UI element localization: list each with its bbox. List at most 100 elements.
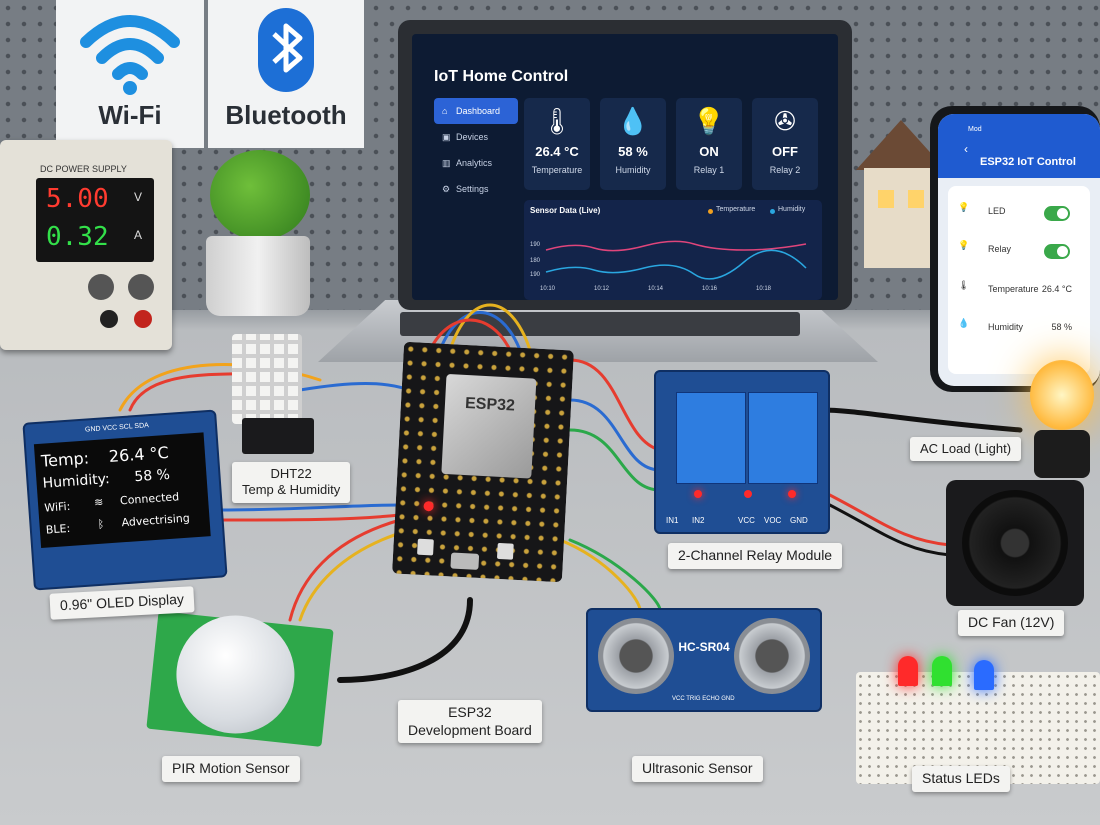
device-icon: ▣ (442, 132, 451, 142)
relay-pin-label: VCC (738, 516, 755, 525)
label-pir: PIR Motion Sensor (162, 756, 300, 782)
thermometer-icon: 🌡 (540, 106, 574, 136)
card-value: OFF (772, 144, 798, 159)
voltage-knob[interactable] (88, 274, 114, 300)
output-terminal-red (134, 310, 152, 328)
relay-toggle[interactable] (1044, 244, 1070, 259)
legend-humidity: Humidity (778, 206, 806, 213)
phone-header: Mod ‹ ESP32 IoT Control (938, 114, 1100, 178)
output-terminal-black (100, 310, 118, 328)
led-red (898, 656, 918, 686)
ultrasonic-sensor: HC-SR04 VCC TRIG ECHO GND (586, 608, 822, 712)
pir-motion-sensor (146, 609, 334, 747)
smartphone: Mod ‹ ESP32 IoT Control 💡 LED 💡 Relay 🌡 … (930, 106, 1100, 392)
temperature-line (545, 240, 807, 252)
led-green (932, 656, 952, 686)
card-temperature[interactable]: 🌡 26.4 °C Temperature (524, 98, 590, 190)
back-icon[interactable]: ‹ (964, 142, 968, 156)
wire (558, 538, 642, 612)
droplet-icon: 💧 (616, 106, 650, 136)
wifi-icon (80, 15, 180, 95)
oled-ble-label: BLE: (45, 521, 71, 537)
wire (428, 318, 512, 352)
power-supply-display: 5.00 V 0.32 A (36, 178, 154, 262)
chart-lines (545, 240, 807, 280)
wire (818, 498, 952, 557)
relay-pin-label: IN1 (666, 516, 679, 525)
nav-devices[interactable]: ▣Devices (434, 124, 518, 150)
lightbulb-outline-icon: 💡 (958, 240, 970, 250)
status-time: Mod (968, 126, 982, 133)
led-blue (974, 660, 994, 690)
chart-title: Sensor Data (Live) (530, 206, 601, 215)
light-bulb (1026, 360, 1098, 480)
thermometer-icon: 🌡 (958, 280, 970, 290)
relay-led-1 (694, 490, 702, 498)
oled-temp-label: Temp: (40, 448, 90, 471)
phone-row-led: 💡 LED (958, 202, 1078, 226)
x-tick: 10:16 (702, 286, 718, 292)
oled-humidity-value: 58 % (133, 466, 171, 486)
wifi-sign: Wi-Fi (56, 0, 204, 148)
potted-plant (190, 140, 330, 320)
label-leds: Status LEDs (912, 766, 1010, 792)
voltage-readout: 5.00 (46, 184, 109, 214)
card-humidity[interactable]: 💧 58 % Humidity (600, 98, 666, 190)
esp32-board: ESP32 (392, 341, 574, 583)
home-icon: ⌂ (442, 106, 448, 116)
wire (568, 538, 662, 612)
transducer-left (598, 618, 674, 694)
transducer-right (734, 618, 810, 694)
wire (448, 303, 532, 352)
dc-power-supply: DC POWER SUPPLY 5.00 V 0.32 A (0, 140, 172, 350)
nav-dashboard[interactable]: ⌂ Dashboard (434, 98, 518, 124)
card-relay-1[interactable]: 💡 ON Relay 1 (676, 98, 742, 190)
wifi-sign-label: Wi-Fi (98, 100, 162, 130)
relay-2 (748, 392, 818, 484)
nav-label: Settings (456, 184, 489, 194)
card-label: Temperature (531, 165, 583, 175)
power-led (423, 500, 434, 512)
x-tick: 10:10 (540, 286, 556, 292)
x-tick: 10:14 (648, 286, 664, 292)
bluetooth-sign: Bluetooth (208, 0, 364, 148)
boot-button[interactable] (417, 538, 434, 556)
led-toggle[interactable] (1044, 206, 1070, 221)
card-label: Relay 2 (769, 165, 801, 175)
wire (218, 513, 402, 522)
nav-analytics[interactable]: ▥Analytics (434, 150, 518, 176)
en-button[interactable] (496, 542, 514, 560)
power-supply-title: DC POWER SUPPLY (40, 164, 127, 174)
wire (568, 428, 662, 492)
row-label: Humidity (988, 322, 1024, 332)
pir-dome (170, 609, 301, 740)
y-tick: 190 (530, 242, 541, 248)
fan-icon: ✇ (774, 106, 796, 136)
phone-screen: Mod ‹ ESP32 IoT Control 💡 LED 💡 Relay 🌡 … (938, 114, 1100, 386)
wire (288, 518, 402, 622)
card-relay-2[interactable]: ✇ OFF Relay 2 (752, 98, 818, 190)
voltage-unit: V (134, 190, 143, 204)
nav-settings[interactable]: ⚙ Settings (434, 176, 518, 202)
relay-led-3 (788, 490, 796, 498)
bluetooth-icon: ᛒ (97, 517, 105, 531)
nav-label: Analytics (456, 158, 493, 168)
current-unit: A (134, 228, 143, 242)
current-knob[interactable] (128, 274, 154, 300)
usb-c-port (450, 552, 480, 570)
oled-screen: Temp: 26.4 °C Humidity: 58 % WiFi: ≋ Con… (33, 432, 211, 548)
oled-wifi-value: Connected (119, 490, 180, 508)
x-tick: 10:12 (594, 286, 610, 292)
relay-led-2 (744, 490, 752, 498)
label-ultrasonic: Ultrasonic Sensor (632, 756, 763, 782)
wire (337, 597, 473, 683)
laptop: IoT Home Control ⌂ Dashboard ▣Devices ▥An… (398, 20, 852, 310)
row-label: Temperature (988, 284, 1039, 294)
gear-icon: ⚙ (442, 184, 451, 194)
nav-label: Dashboard (456, 106, 501, 116)
app-title: IoT Home Control (434, 68, 569, 85)
fan-icon (962, 490, 1068, 596)
x-tick: 10:18 (756, 286, 772, 292)
ultrasonic-pins: VCC TRIG ECHO GND (672, 696, 735, 702)
phone-row-relay: 💡 Relay (958, 240, 1078, 264)
